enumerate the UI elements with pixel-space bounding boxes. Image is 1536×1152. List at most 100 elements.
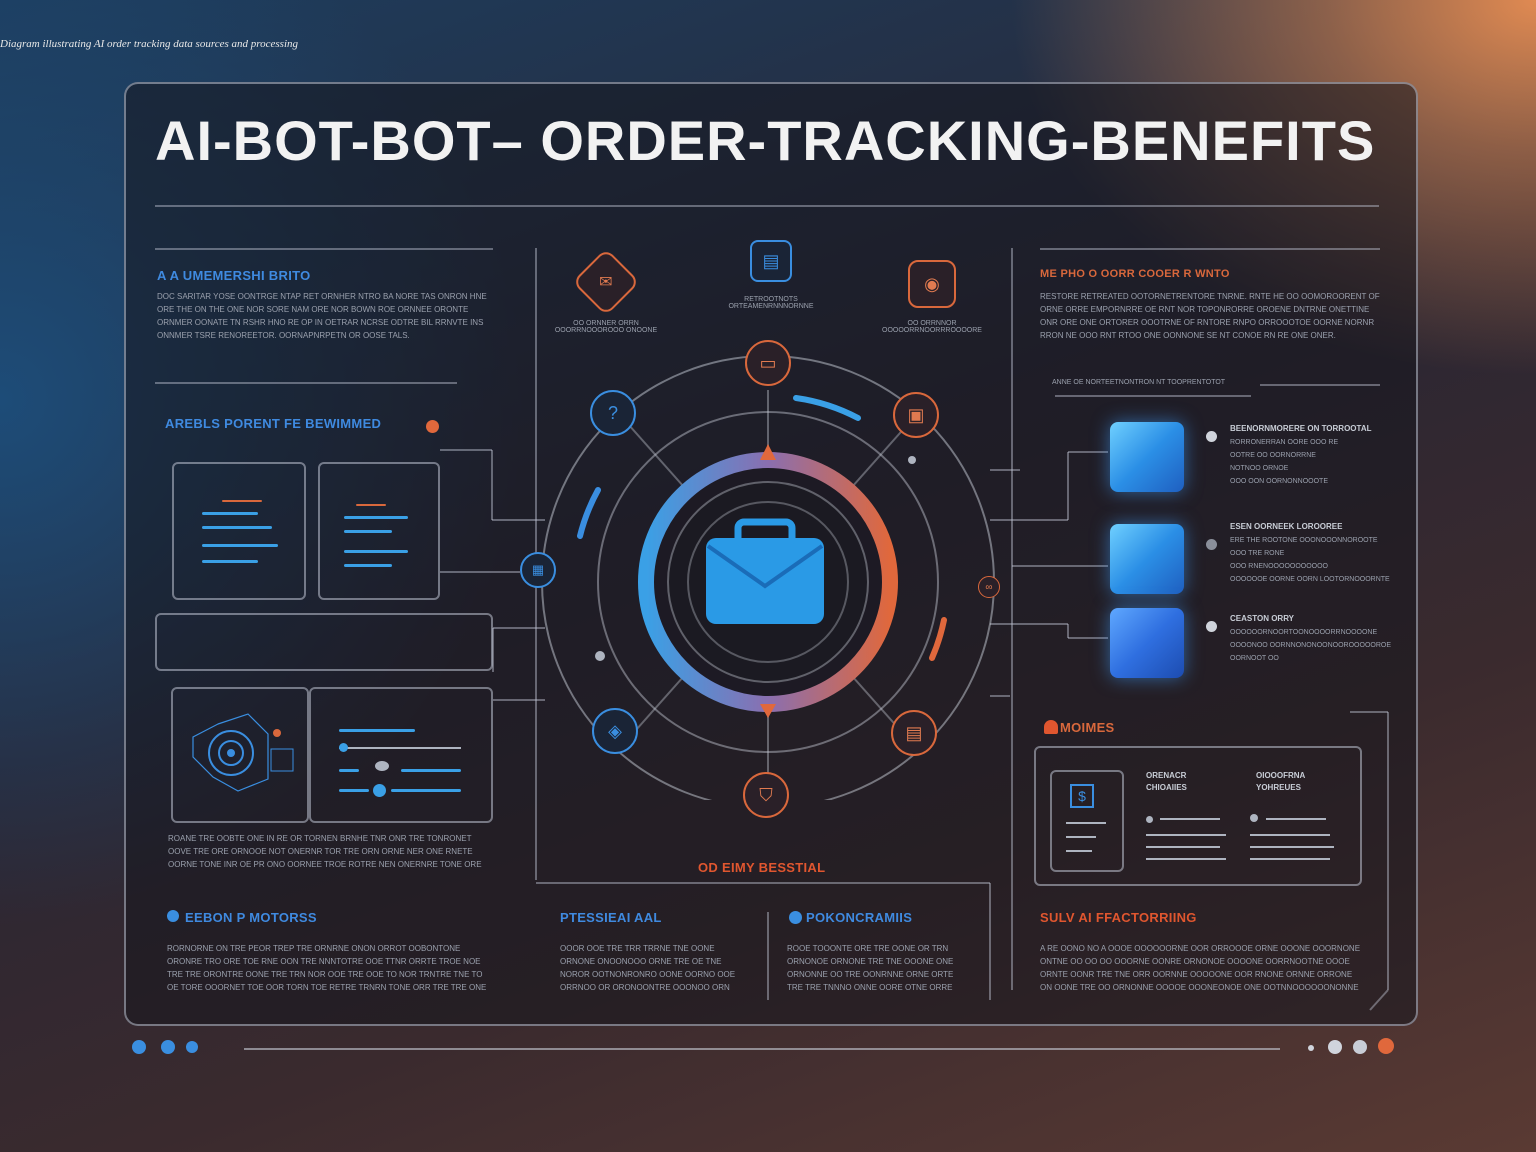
card-line bbox=[202, 560, 258, 563]
list-bullet bbox=[1206, 621, 1217, 632]
card-line bbox=[202, 544, 278, 547]
card-line bbox=[202, 512, 258, 515]
left-top-rule bbox=[155, 248, 493, 250]
data-item-line: NOTNOO ORNOE bbox=[1230, 465, 1289, 472]
shield-icon[interactable]: ◈ bbox=[592, 708, 638, 754]
page-dot-active[interactable] bbox=[1378, 1038, 1394, 1054]
eye-icon[interactable]: ◉ bbox=[908, 260, 956, 308]
data-item-line: RORRONERRAN OORE OOO RE bbox=[1230, 439, 1339, 446]
document-card-1[interactable] bbox=[172, 462, 306, 600]
module-line bbox=[1250, 858, 1330, 860]
data-item-title: ESEN OORNEEK LOROOREE bbox=[1230, 522, 1343, 531]
title-divider bbox=[155, 205, 1379, 207]
left-mid-rule bbox=[155, 382, 457, 384]
card-line bbox=[344, 530, 392, 533]
data-item-line: OOO RNENOOOOOOOOOOO bbox=[1230, 563, 1329, 570]
data-item-line: OORNOOT OO bbox=[1230, 655, 1279, 662]
data-item-line: OOOOOORNOORTOONOOOORRNOOOONE bbox=[1230, 629, 1378, 636]
data-item-title: CEASTON ORRY bbox=[1230, 614, 1295, 623]
left-section-heading: AREBLS PORENT FE BEWIMMED bbox=[165, 416, 382, 431]
card-line bbox=[344, 550, 408, 553]
module-line bbox=[1146, 846, 1220, 848]
slider-track bbox=[339, 769, 359, 772]
camera-card[interactable] bbox=[171, 687, 309, 823]
top-icon-label: OO ORRNNOR OOOOORRNOORRROOOORE bbox=[882, 320, 982, 334]
data-cube-2-icon bbox=[1110, 524, 1184, 594]
card-line bbox=[202, 526, 272, 529]
left-lower-body: ROANE TRE OOBTE ONE IN RE OR TORNEN BRNH… bbox=[168, 834, 482, 869]
module-label: ORENACR CHIOAIIES bbox=[1146, 771, 1187, 792]
page-dot[interactable] bbox=[186, 1041, 198, 1053]
link-icon[interactable]: ∞ bbox=[978, 576, 1000, 598]
slider-track bbox=[339, 747, 461, 749]
slider-track bbox=[339, 729, 415, 732]
bottom-body-1: RORNORNE ON TRE PEOR TREP TRE ORNRNE ONO… bbox=[167, 944, 487, 992]
list-bullet bbox=[1206, 431, 1217, 442]
page-dot[interactable] bbox=[1328, 1040, 1342, 1054]
top-icon-label: RETROOTNOTS ORTEAMENRNNNORNNE bbox=[728, 296, 814, 310]
doc-line bbox=[1066, 836, 1096, 838]
page-dot[interactable] bbox=[1308, 1045, 1314, 1051]
module-line bbox=[1160, 818, 1220, 820]
module-line bbox=[1146, 858, 1226, 860]
bottom-body-3: ROOE TOOONTE ORE TRE OONE OR TRN ORNONOE… bbox=[787, 944, 954, 992]
data-item-line: OOOOOOE OORNE OORN LOOTORNOOORNTE bbox=[1230, 576, 1390, 583]
bottom-body-4: A RE OONO NO A OOOE OOOOOORNE OOR ORROOO… bbox=[1040, 944, 1361, 992]
document-card-2[interactable] bbox=[318, 462, 440, 600]
page-dot[interactable] bbox=[161, 1040, 175, 1054]
module-document[interactable]: $ bbox=[1050, 770, 1124, 872]
page-title: AI-BOT-BOT– ORDER-TRACKING-BENEFITS bbox=[155, 109, 1376, 172]
alert-icon bbox=[1044, 720, 1058, 734]
card-header-line bbox=[222, 500, 262, 502]
card-line bbox=[344, 516, 408, 519]
right-top-rule bbox=[1040, 248, 1380, 250]
module-label: OIOOOFRNA YOHREUES bbox=[1256, 771, 1306, 792]
camera-module-icon bbox=[192, 713, 294, 792]
top-icon-label: OO ORNNER ORRN OOORRNOOOROOO ONOONE bbox=[554, 320, 658, 334]
bottom-heading-1: EEBON P MOTORSS bbox=[185, 910, 317, 925]
data-cube-1-icon bbox=[1110, 422, 1184, 492]
figure-caption: Diagram illustrating AI order tracking d… bbox=[0, 38, 299, 50]
page-dot[interactable] bbox=[1353, 1040, 1367, 1054]
data-item-line: OOO TRE RONE bbox=[1230, 550, 1285, 557]
page-dot[interactable] bbox=[132, 1040, 146, 1054]
doc-line bbox=[1066, 822, 1106, 824]
module-line bbox=[1250, 834, 1330, 836]
data-item-line: OOO OON OORNONNOOOTE bbox=[1230, 478, 1329, 485]
right-body: RESTORE RETREATED OOTORNETRENTORE TNRNE.… bbox=[1040, 292, 1380, 340]
module-bullet bbox=[1146, 816, 1153, 823]
left-body: DOC SARITAR YOSE OONTRGE NTAP RET ORNHER… bbox=[157, 292, 487, 340]
question-icon[interactable]: ? bbox=[590, 390, 636, 436]
monitor-icon[interactable]: ▭ bbox=[745, 340, 791, 386]
bag-icon[interactable]: ▣ bbox=[893, 392, 939, 438]
doc-line bbox=[1066, 850, 1092, 852]
badge-icon[interactable]: ⛉ bbox=[743, 772, 789, 818]
modules-card[interactable]: $ ORENACR CHIOAIIES OIOOOFRNA YOHREUES bbox=[1034, 746, 1362, 886]
data-item-line: OOTRE OO OORNORRNE bbox=[1230, 452, 1316, 459]
slider-knob[interactable] bbox=[373, 784, 386, 797]
progress-track bbox=[244, 1048, 1280, 1050]
modules-heading: MOIMES bbox=[1060, 720, 1115, 735]
slider-knob[interactable] bbox=[339, 743, 348, 752]
slider-track bbox=[339, 789, 369, 792]
data-item-line: ERE THE ROOTONE OOONOOONNOROOTE bbox=[1230, 537, 1378, 544]
slider-knob[interactable] bbox=[375, 761, 389, 771]
dollar-icon: $ bbox=[1070, 784, 1094, 808]
data-item-line: OOOONOO OORNNONONOONOOROOOOOROE bbox=[1230, 642, 1392, 649]
bottom-heading-4: SULV AI FFACTORRIING bbox=[1040, 910, 1197, 925]
left-heading: A A UMEMERSHI BRITO bbox=[157, 268, 311, 283]
calendar-icon[interactable]: ▦ bbox=[520, 552, 556, 588]
right-heading: ME PHO O OORR COOER R WNTO bbox=[1040, 268, 1230, 280]
drop-icon bbox=[167, 910, 179, 922]
slider-card[interactable] bbox=[309, 687, 493, 823]
box-icon[interactable]: ▤ bbox=[891, 710, 937, 756]
module-bullet bbox=[1250, 814, 1258, 822]
slider-track bbox=[391, 789, 461, 792]
input-bar[interactable] bbox=[155, 613, 493, 671]
data-cube-3-icon bbox=[1110, 608, 1184, 678]
right-sub-rule bbox=[1260, 384, 1380, 386]
document-icon[interactable]: ▤ bbox=[750, 240, 792, 282]
card-header-line bbox=[356, 504, 386, 506]
module-line bbox=[1250, 846, 1334, 848]
